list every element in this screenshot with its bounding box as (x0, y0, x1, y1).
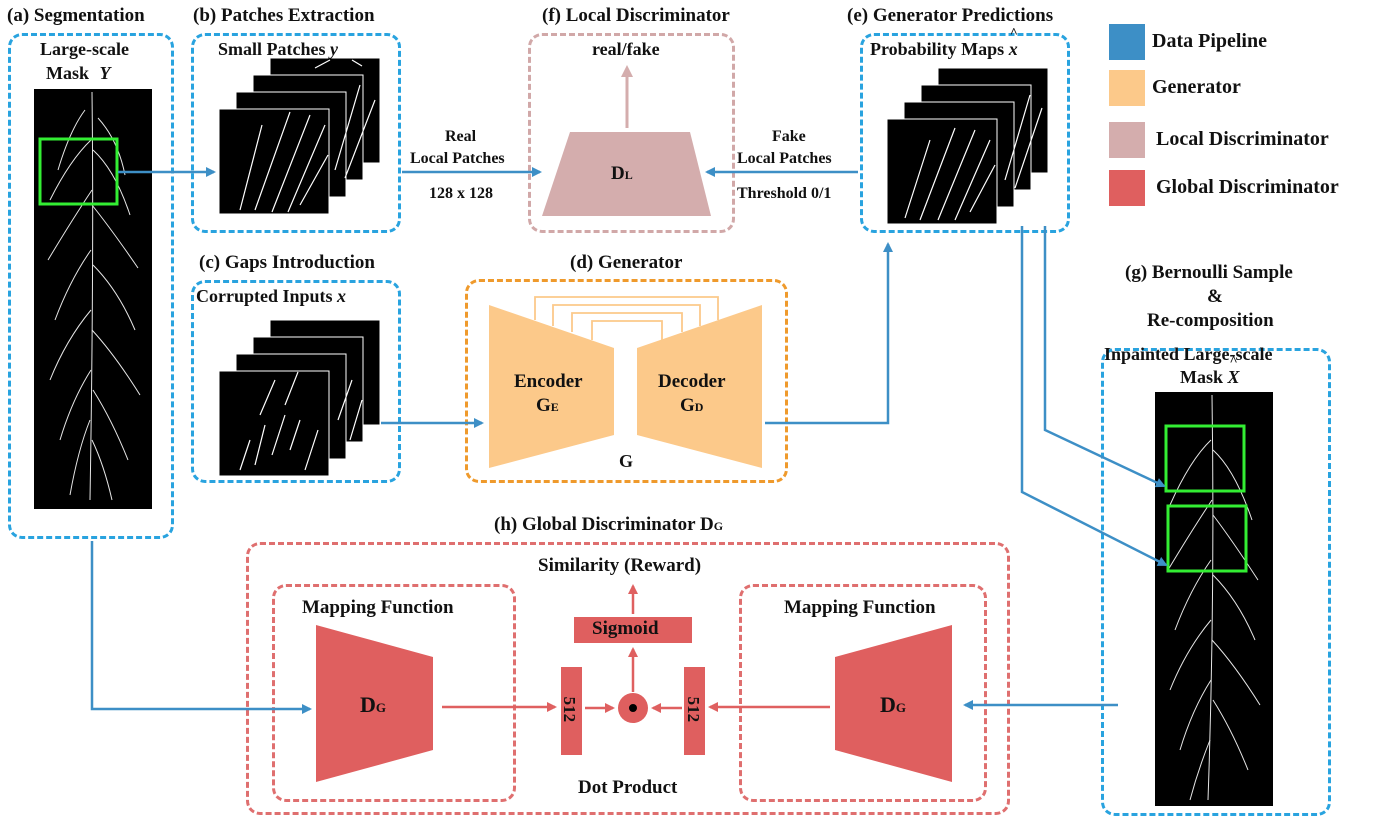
panel-e-label: Probability Maps x^ (870, 26, 1018, 59)
var-Y: Y (99, 63, 111, 83)
data-pipeline-arrows (90, 167, 1168, 714)
real-label-line1: Real (445, 128, 477, 145)
inpainted-mask-image (1155, 392, 1273, 806)
legend-label-data-pipeline: Data Pipeline (1152, 30, 1267, 52)
vector-512-left-label: 512 (560, 696, 580, 723)
panel-b-title: (b) Patches Extraction (193, 5, 375, 26)
panel-h-title: (h) Global Discriminator DG (494, 514, 724, 535)
real-patch-size: 128 x 128 (429, 185, 493, 202)
panel-g-label-line2: Mask X^ (1180, 354, 1240, 387)
dot-product-symbol (629, 704, 637, 712)
encoder-symbol: GE (536, 395, 559, 416)
dg-right-block (835, 625, 952, 782)
encoder-label: Encoder (514, 371, 583, 392)
sigmoid-label: Sigmoid (592, 618, 659, 639)
panel-c-title: (c) Gaps Introduction (199, 252, 375, 273)
panel-a-title: (a) Segmentation (7, 5, 145, 26)
panel-a-label-line2: Mask Y (46, 63, 111, 83)
fake-label-line1: Fake (772, 128, 806, 145)
similarity-reward-label: Similarity (Reward) (538, 555, 702, 576)
local-discriminator-block (542, 132, 711, 216)
panel-g-frame (1101, 348, 1331, 816)
global-discriminator-arrows (442, 584, 830, 713)
panel-g-title-line2: & (1207, 286, 1223, 307)
encoder-block (489, 305, 614, 468)
fake-label-line2: Local Patches (737, 150, 832, 167)
panel-b-label: Small Patches y (218, 39, 338, 59)
dg-right-symbol: DG (880, 692, 907, 717)
vector-512-right (684, 667, 705, 755)
skip-connections (534, 296, 719, 340)
decoder-block (637, 305, 762, 468)
panel-e-frame (860, 33, 1070, 233)
mapping-function-left-label: Mapping Function (302, 597, 454, 618)
fake-threshold: Threshold 0/1 (737, 185, 832, 202)
var-x: x (337, 286, 347, 306)
panel-d-frame (465, 279, 788, 483)
small-patches-stack (218, 57, 381, 215)
panel-d-title: (d) Generator (570, 252, 683, 273)
panel-e-title: (e) Generator Predictions (847, 5, 1054, 26)
legend-swatch-local-discriminator (1109, 122, 1145, 158)
decoder-label: Decoder (658, 371, 726, 392)
legend-swatch-data-pipeline (1109, 24, 1145, 60)
mapping-left-frame (272, 584, 516, 802)
dg-left-block (316, 625, 433, 782)
sigmoid-block (574, 617, 692, 643)
legend-label-global-discriminator: Global Discriminator (1156, 176, 1339, 198)
panel-a-label-line1: Large-scale (40, 39, 129, 59)
vector-512-left (561, 667, 582, 755)
generator-symbol: G (619, 451, 634, 471)
var-y: y (330, 39, 338, 59)
mapping-function-right-label: Mapping Function (784, 597, 936, 618)
legend-swatch-generator (1109, 70, 1145, 106)
panel-c-label: Corrupted Inputs x (196, 286, 347, 306)
corrupted-inputs-stack (218, 319, 381, 477)
vector-512-right-label: 512 (684, 696, 704, 723)
panel-f-frame (528, 33, 735, 233)
dg-left-symbol: DG (360, 692, 387, 717)
var-x-hat: x (1008, 39, 1018, 59)
local-discriminator-symbol: DL (611, 163, 633, 184)
legend-swatch-global-discriminator (1109, 170, 1145, 206)
probability-maps-stack (886, 67, 1049, 225)
decoder-symbol: GD (680, 395, 704, 416)
real-fake-output: real/fake (592, 39, 660, 59)
legend-label-local-discriminator: Local Discriminator (1156, 128, 1329, 150)
panel-a-frame (8, 33, 174, 539)
panel-h-frame (246, 542, 1010, 815)
mapping-right-frame (739, 584, 987, 802)
panel-g-title-line3: Re-composition (1147, 310, 1274, 331)
legend-label-generator: Generator (1152, 76, 1241, 98)
panel-f-title: (f) Local Discriminator (542, 5, 730, 26)
large-scale-mask-image (34, 89, 152, 509)
dot-product-label: Dot Product (578, 777, 678, 798)
panel-g-title-line1: (g) Bernoulli Sample (1125, 262, 1293, 283)
panel-c-frame (191, 280, 401, 483)
panel-g-label-line1: Inpainted Large-scale (1104, 344, 1273, 364)
panel-b-frame (191, 33, 401, 233)
real-label-line2: Local Patches (410, 150, 505, 167)
var-X-hat: X (1227, 367, 1240, 387)
